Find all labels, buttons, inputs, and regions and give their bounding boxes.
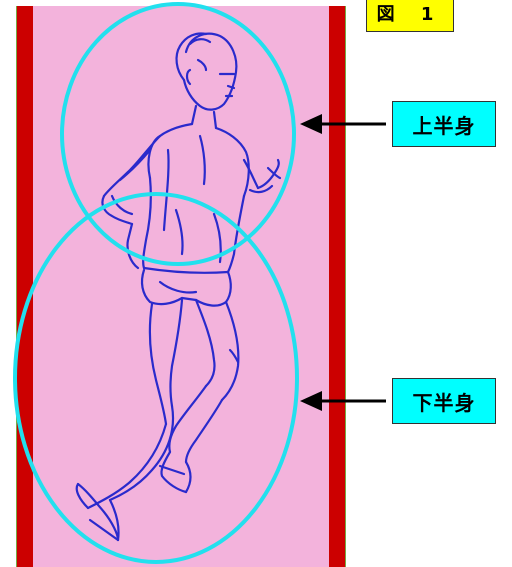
lower-body-arrow-icon <box>300 391 386 411</box>
upper-body-arrow-icon <box>300 114 386 134</box>
upper-body-circle <box>62 4 294 264</box>
upper-body-label: 上半身 <box>392 101 496 147</box>
lower-body-label: 下半身 <box>392 378 496 424</box>
runner-drawing-icon <box>77 34 280 541</box>
